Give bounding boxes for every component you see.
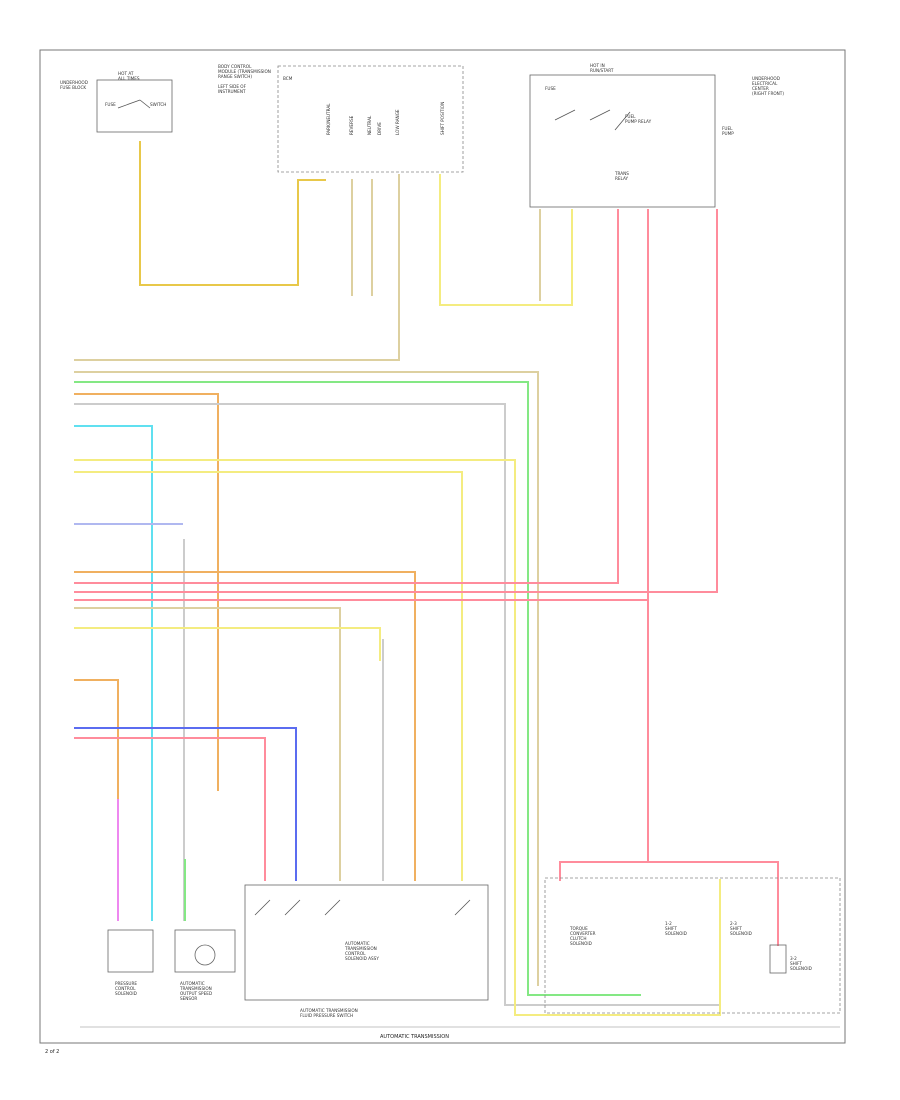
wire-gray-h <box>74 403 721 1006</box>
svg-text:UNDERHOOD: UNDERHOOD <box>60 80 88 85</box>
svg-text:SHIFT: SHIFT <box>665 926 677 931</box>
footer-title: AUTOMATIC TRANSMISSION <box>380 1034 449 1040</box>
svg-text:BCM: BCM <box>283 76 293 81</box>
wire-pink-h1 <box>74 209 619 584</box>
svg-text:BODY CONTROL: BODY CONTROL <box>218 64 252 69</box>
svg-text:SOLENOID ASSY: SOLENOID ASSY <box>345 956 379 961</box>
top-left-fuse-component: HOT AT ALL TIMES UNDERHOOD FUSE BLOCK FU… <box>60 71 173 133</box>
page-label: 2 of 2 <box>45 1049 59 1055</box>
svg-text:(RIGHT FRONT): (RIGHT FRONT) <box>752 91 784 96</box>
wire-orange-h <box>74 393 219 791</box>
svg-text:LEFT SIDE OF: LEFT SIDE OF <box>218 84 247 89</box>
svg-text:TRANSMISSION: TRANSMISSION <box>344 946 377 951</box>
svg-text:REVERSE: REVERSE <box>349 115 354 135</box>
svg-text:ALL TIMES: ALL TIMES <box>118 76 140 81</box>
svg-text:2-3: 2-3 <box>730 921 737 926</box>
svg-text:SOLENOID: SOLENOID <box>115 991 137 996</box>
svg-text:FUEL: FUEL <box>625 114 636 119</box>
svg-text:RANGE SWITCH): RANGE SWITCH) <box>218 74 252 79</box>
wire-tan-h5 <box>74 607 341 881</box>
bottom-left-sensor: PRESSURE CONTROL SOLENOID <box>107 929 154 996</box>
svg-text:SOLENOID: SOLENOID <box>730 931 752 936</box>
wire-pink-v <box>559 209 649 881</box>
svg-text:FLUID PRESSURE SWITCH: FLUID PRESSURE SWITCH <box>300 1013 353 1018</box>
svg-text:UNDERHOOD: UNDERHOOD <box>752 76 780 81</box>
svg-text:PRESSURE: PRESSURE <box>115 981 137 986</box>
svg-text:CENTER: CENTER <box>752 86 769 91</box>
wire-yellow-h2 <box>74 459 721 1016</box>
svg-text:SWITCH: SWITCH <box>150 102 166 107</box>
svg-text:FUSE: FUSE <box>545 86 556 91</box>
wire-pink-h2 <box>74 209 718 593</box>
wire-cyan <box>74 425 153 921</box>
wire-yellow-h3 <box>74 471 463 881</box>
svg-text:INSTRUMENT: INSTRUMENT <box>218 89 246 94</box>
svg-text:TRANSMISSION: TRANSMISSION <box>179 986 212 991</box>
svg-text:OUTPUT SPEED: OUTPUT SPEED <box>180 991 212 996</box>
svg-text:CONTROL: CONTROL <box>345 951 366 956</box>
wire-orange-h4 <box>74 571 416 881</box>
svg-text:SHIFT: SHIFT <box>790 961 802 966</box>
svg-text:TORQUE: TORQUE <box>569 926 588 931</box>
svg-text:ELECTRICAL: ELECTRICAL <box>752 81 778 86</box>
svg-text:CLUTCH: CLUTCH <box>570 936 587 941</box>
bottom-speed-sensor: AUTOMATIC TRANSMISSION OUTPUT SPEED SENS… <box>174 929 236 1001</box>
svg-text:PARK/NEUTRAL: PARK/NEUTRAL <box>326 103 331 135</box>
svg-text:NEUTRAL: NEUTRAL <box>367 115 372 135</box>
wire-green-h <box>74 381 641 996</box>
wire-orange-left <box>74 679 119 801</box>
svg-text:AUTOMATIC TRANSMISSION: AUTOMATIC TRANSMISSION <box>300 1008 358 1013</box>
svg-text:FUSE: FUSE <box>105 102 116 107</box>
svg-text:SENSOR: SENSOR <box>180 996 197 1001</box>
svg-text:FUSE BLOCK: FUSE BLOCK <box>60 85 86 90</box>
svg-text:SOLENOID: SOLENOID <box>790 966 812 971</box>
svg-text:RELAY: RELAY <box>615 176 629 181</box>
svg-text:HOT AT: HOT AT <box>118 71 134 76</box>
svg-text:1-2: 1-2 <box>665 921 672 926</box>
svg-text:HOT IN: HOT IN <box>590 63 605 68</box>
svg-text:AUTOMATIC: AUTOMATIC <box>345 941 370 946</box>
wire-pink-branch <box>647 861 779 946</box>
svg-text:TRANS: TRANS <box>614 171 629 176</box>
diagram-frame <box>39 49 846 1044</box>
svg-text:FUEL: FUEL <box>722 126 733 131</box>
wire-tan-h1 <box>74 371 539 986</box>
svg-text:SHIFT POSITION: SHIFT POSITION <box>440 102 445 135</box>
wire-blue <box>74 727 297 881</box>
transmission-control-assembly: AUTOMATIC TRANSMISSION CONTROL SOLENOID … <box>244 884 489 1018</box>
svg-text:DRIVE: DRIVE <box>377 122 382 135</box>
svg-text:AUTOMATIC: AUTOMATIC <box>180 981 205 986</box>
svg-text:PUMP RELAY: PUMP RELAY <box>625 119 652 124</box>
wire-pink-left <box>74 737 266 881</box>
svg-text:LOW RANGE: LOW RANGE <box>395 109 400 135</box>
svg-text:SOLENOID: SOLENOID <box>570 941 592 946</box>
wire-yellow-h6 <box>74 627 381 661</box>
bottom-right-relays: TORQUE CONVERTER CLUTCH SOLENOID 1-2 SHI… <box>544 877 841 1014</box>
wire-yellow-fuse <box>139 141 326 286</box>
wire-tan-main <box>74 174 400 361</box>
svg-text:CONVERTER: CONVERTER <box>570 931 596 936</box>
svg-text:CONTROL: CONTROL <box>115 986 136 991</box>
wire-yellow-bcm <box>439 174 573 306</box>
body-control-module-component: BODY CONTROL MODULE (TRANSMISSION RANGE … <box>218 64 464 173</box>
svg-text:SHIFT: SHIFT <box>730 926 742 931</box>
svg-text:PUMP: PUMP <box>722 131 734 136</box>
svg-text:SOLENOID: SOLENOID <box>665 931 687 936</box>
svg-text:MODULE (TRANSMISSION: MODULE (TRANSMISSION <box>218 69 271 74</box>
svg-text:3-2: 3-2 <box>790 956 797 961</box>
svg-text:RUN/START: RUN/START <box>590 68 614 73</box>
top-right-relay-component: HOT IN RUN/START FUSE FUEL PUMP RELAY TR… <box>529 63 784 208</box>
